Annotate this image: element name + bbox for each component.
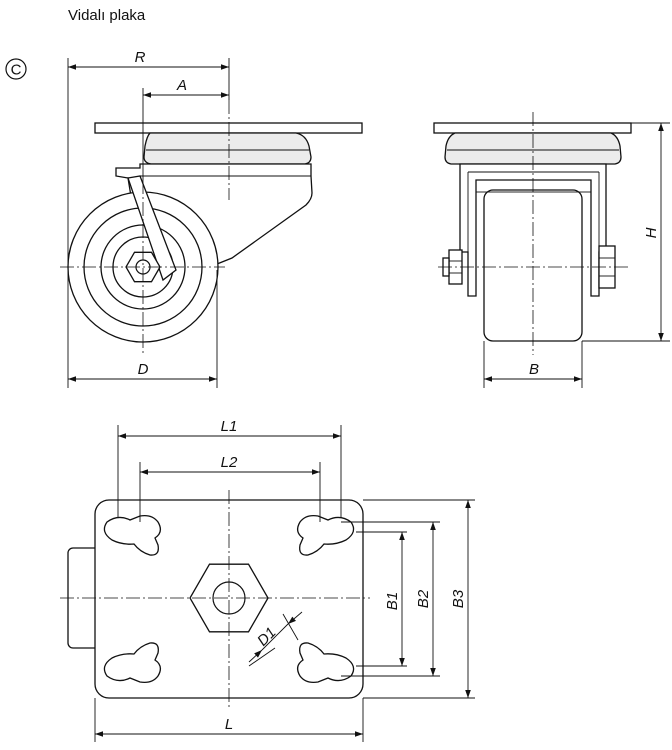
label-l2: L2 (221, 454, 238, 471)
dimension-d1-arrow-a (287, 611, 303, 625)
page-title: Vidalı plaka (68, 7, 146, 24)
side-view: R A D (60, 49, 363, 388)
label-b3: B3 (450, 589, 467, 608)
variant-marker: C (5, 58, 27, 80)
front-swivel-housing (444, 132, 622, 165)
label-a: A (176, 77, 187, 94)
top-view: L1 L2 L B1 B2 B3 D1 (60, 418, 475, 742)
label-l1: L1 (221, 418, 238, 435)
center-hexagon (189, 563, 269, 633)
label-b: B (529, 361, 539, 378)
swivel-housing (143, 132, 312, 165)
label-b1: B1 (384, 592, 401, 610)
front-view: H B (433, 112, 670, 388)
slot-bottom-left (103, 642, 162, 684)
slot-bottom-right (296, 642, 355, 684)
fork-arm (127, 175, 177, 282)
label-d: D (138, 361, 149, 378)
front-mounting-plate (433, 122, 632, 134)
variant-letter: C (11, 62, 22, 79)
mounting-plate (94, 122, 363, 134)
label-b2: B2 (415, 589, 432, 608)
dimension-d1-arrow-b (248, 649, 263, 663)
label-r: R (135, 49, 146, 66)
slot-top-right (296, 514, 355, 556)
label-h: H (643, 227, 660, 238)
label-l: L (225, 716, 233, 733)
